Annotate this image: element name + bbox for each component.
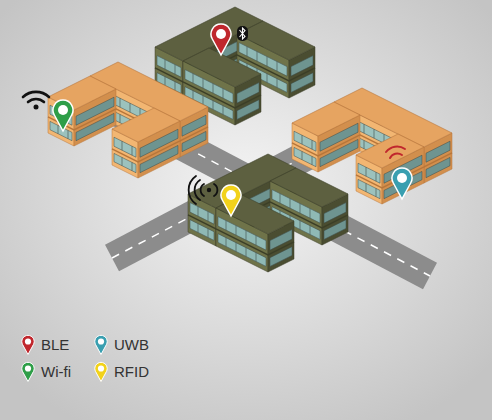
legend-text: UWB [114,336,149,354]
bluetooth-icon [237,26,248,41]
legend-pin [20,361,36,383]
uwb-icon [386,147,405,158]
legend-pin-shape [22,335,34,354]
ble-pin [211,24,231,55]
olive-building [188,154,348,272]
legend-pin-shape [95,335,107,354]
rfid-icon [189,176,218,204]
legend-pin [20,334,36,356]
legend-pin-shape [22,362,34,381]
legend-text: BLE [41,336,69,354]
uwb-pin [392,168,412,199]
legend-item: Wi-fi [20,361,71,383]
legend-pin-shape [95,362,107,381]
legend-text: RFID [114,363,149,381]
wifi-pin [53,100,73,131]
legend-pin [93,361,109,383]
orange-building [48,62,208,178]
legend-item: RFID [93,361,149,383]
legend-text: Wi-fi [41,363,71,381]
wifi-icon [23,92,49,110]
rfid-pin [221,185,241,216]
legend-pin [93,334,109,356]
legend-item: BLE [20,334,69,356]
legend-item: UWB [93,334,149,356]
